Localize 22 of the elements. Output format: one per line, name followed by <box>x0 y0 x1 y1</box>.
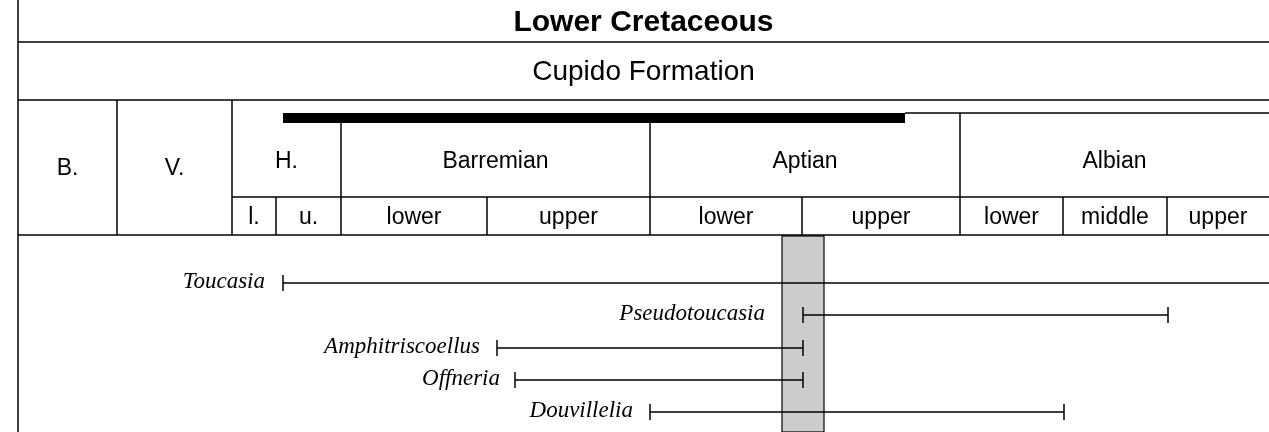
substage-cell-text: middle <box>1080 201 1150 231</box>
substage-cell-text: upper <box>538 201 599 231</box>
stage-cell-text: Barremian <box>441 145 550 175</box>
substage-cell-text: lower <box>385 201 443 231</box>
column-header: V. <box>163 153 186 182</box>
substage-cell-text: upper <box>1187 201 1249 231</box>
substage-cell-text: l. <box>247 201 261 231</box>
genus-name: Offneria <box>422 365 500 391</box>
substage-cell-text: lower <box>697 201 755 231</box>
stage-cell-text: H. <box>274 145 299 175</box>
genus-name: Pseudotoucasia <box>619 300 765 326</box>
substage-cell-text: upper <box>850 201 912 231</box>
title-cell-text: Lower Cretaceous <box>512 3 775 39</box>
column-header: B. <box>55 153 80 182</box>
formation-cell-text: Cupido Formation <box>531 54 756 88</box>
substage-cell-text: lower <box>983 201 1040 231</box>
genus-name: Toucasia <box>182 268 265 294</box>
genus-name: Amphitriscoellus <box>324 333 480 359</box>
stage-cell-text: Albian <box>1081 145 1148 175</box>
stage-cell-text: Aptian <box>771 145 839 175</box>
genus-name: Douvillelia <box>529 397 633 423</box>
substage-cell-text: u. <box>297 201 320 231</box>
